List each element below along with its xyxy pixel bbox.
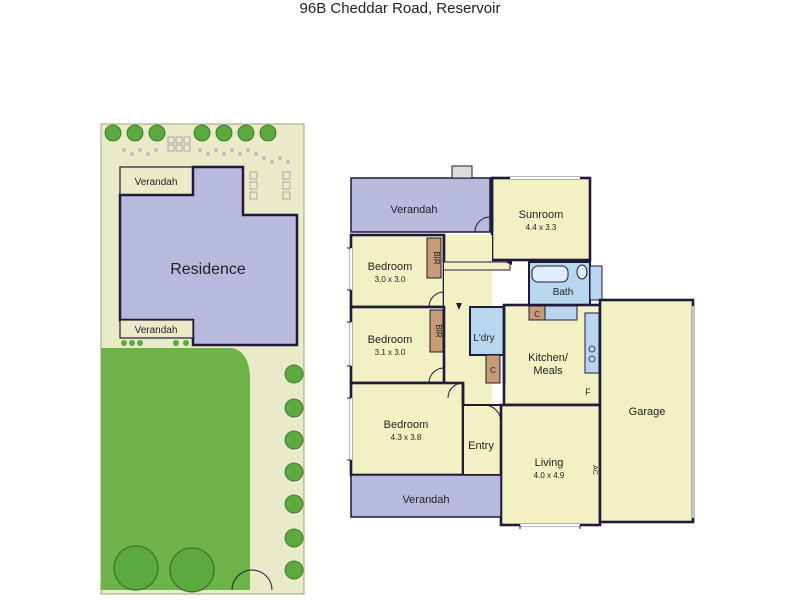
trees-rear xyxy=(104,124,277,142)
bedroom-2-dims: 3.1 x 3.0 xyxy=(375,348,406,357)
toilet-icon xyxy=(576,264,588,280)
stove-bench xyxy=(584,312,600,374)
verandah-bottom-label: Verandah xyxy=(402,494,449,506)
verandah-door-swing xyxy=(474,216,491,233)
hall-step xyxy=(444,261,511,271)
kitchen-sink-icon xyxy=(544,305,578,321)
sunroom-dims: 4.4 x 3.3 xyxy=(526,223,557,232)
paving-rear xyxy=(167,136,291,200)
floor-plan: Verandah Sunroom 4.4 x 3.3 Bedroom 3.0 x… xyxy=(347,165,695,529)
trees-front xyxy=(113,545,215,593)
living-label: Living xyxy=(535,457,564,469)
fridge-label: F xyxy=(585,387,591,397)
verandah-bottom xyxy=(350,474,502,518)
residence-label: Residence xyxy=(170,261,246,278)
arrows xyxy=(456,259,512,310)
ac-label: AC xyxy=(591,465,598,475)
room-living xyxy=(499,403,602,527)
bedroom-3-label: Bedroom xyxy=(384,419,429,431)
living-dims: 4.0 x 4.9 xyxy=(534,471,565,480)
bedroom-1-door xyxy=(428,291,445,308)
cupboard-1 xyxy=(485,354,501,384)
bir-1-label: BIR xyxy=(432,251,441,265)
kitchen-label-line2: Meals xyxy=(533,365,563,377)
entry-label: Entry xyxy=(468,440,494,452)
bedroom-2-door xyxy=(428,367,445,384)
cupboard-2-label: C xyxy=(534,310,540,319)
garage-label: Garage xyxy=(629,406,666,418)
bedroom-1-label: Bedroom xyxy=(368,261,413,273)
site-verandah-bottom xyxy=(119,319,194,339)
window-ticks xyxy=(347,247,581,529)
site-verandah-top-label: Verandah xyxy=(135,177,178,188)
sunroom-label: Sunroom xyxy=(519,209,564,221)
site-plan: Verandah Residence Verandah xyxy=(100,123,305,595)
stove-burner-icon xyxy=(588,345,596,353)
bir-2-label: BIR xyxy=(434,324,443,338)
bir-2 xyxy=(429,309,444,353)
bedroom-2-label: Bedroom xyxy=(368,334,413,346)
site-verandah-bottom-label: Verandah xyxy=(135,325,178,336)
chimney xyxy=(451,165,473,179)
bedroom-3-dims: 4.3 x 3.8 xyxy=(391,433,422,442)
bedroom-1-dims: 3.0 x 3.0 xyxy=(375,275,406,284)
bathtub-icon xyxy=(531,265,569,283)
room-laundry xyxy=(469,306,505,356)
trees-side xyxy=(284,364,304,580)
garden-dots xyxy=(122,148,290,164)
bir-1 xyxy=(426,237,442,279)
windows xyxy=(350,177,580,526)
laundry-label: L'dry xyxy=(473,333,494,344)
shrubs-front xyxy=(121,340,189,346)
internal-walls xyxy=(442,178,506,405)
cupboard-1-label: C xyxy=(490,366,496,375)
site-gate xyxy=(231,569,273,591)
room-garage xyxy=(598,298,695,524)
bedroom-3-door xyxy=(447,382,464,399)
shower xyxy=(589,265,603,301)
page-title: 96B Cheddar Road, Reservoir xyxy=(299,0,501,17)
verandah-top-label: Verandah xyxy=(390,204,437,216)
bath-label: Bath xyxy=(553,287,574,298)
kitchen-label-line1: Kitchen/ xyxy=(528,352,569,364)
stove-burner-icon xyxy=(588,355,596,363)
verandah-top xyxy=(350,177,491,233)
lawn xyxy=(101,348,250,590)
